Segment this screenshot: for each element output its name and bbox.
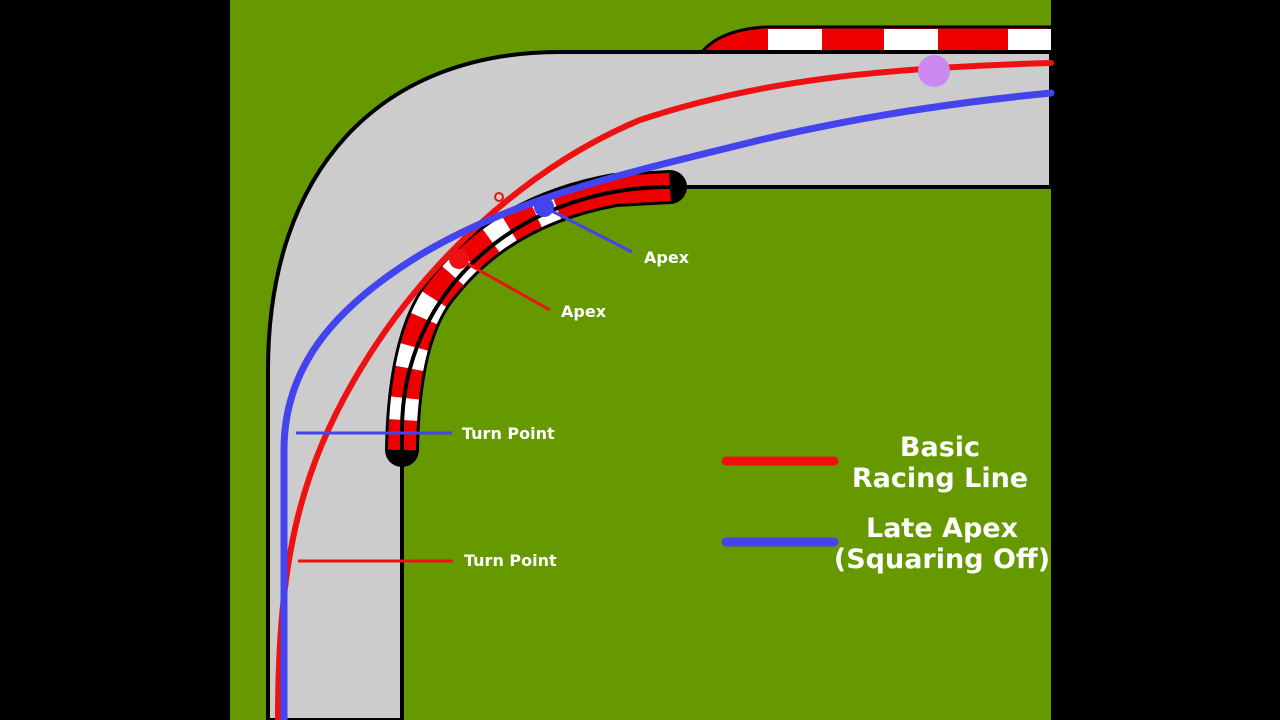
late-apex-line (280, 89, 1055, 720)
red-apex-pointer (458, 257, 551, 312)
exit-marker (918, 55, 950, 87)
small-red-dot (494, 192, 504, 202)
legend-basic-line2: Racing Line (852, 463, 1028, 494)
legend-basic-line1: Basic (900, 432, 980, 463)
blue-apex-label: Apex (644, 248, 690, 267)
outer-kerb (698, 25, 1053, 54)
blue-turn-point-label: Turn Point (462, 424, 555, 443)
red-apex-label: Apex (561, 302, 607, 321)
legend: Basic Racing Line Late Apex (Squaring Of… (721, 432, 1050, 575)
legend-late-apex-line1: Late Apex (866, 513, 1018, 544)
right-black-bar (1051, 0, 1280, 720)
red-turn-point-label: Turn Point (464, 551, 557, 570)
blue-apex-pointer (543, 205, 633, 254)
inner-kerb (385, 170, 1045, 720)
legend-late-apex-line2: (Squaring Off) (834, 544, 1050, 575)
left-black-bar (0, 0, 230, 720)
